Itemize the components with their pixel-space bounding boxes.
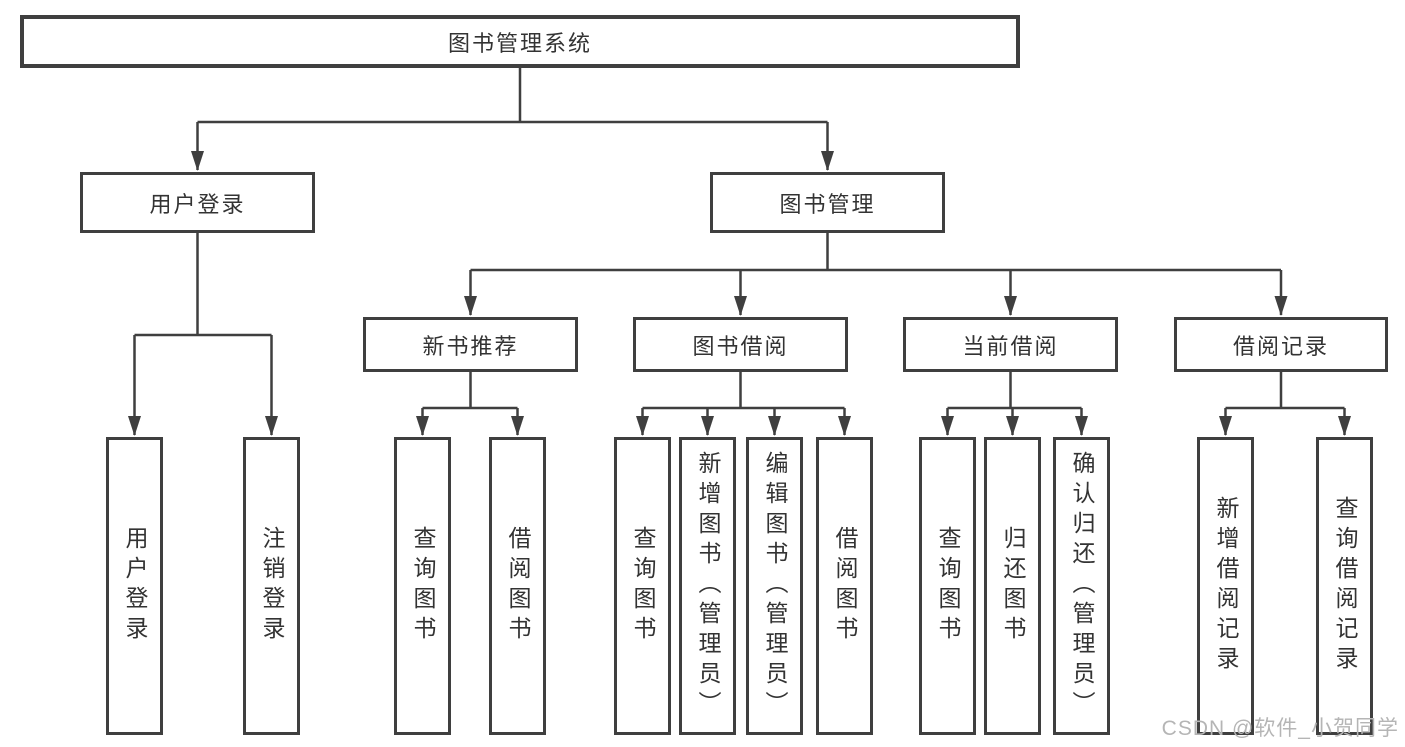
leaf-query-book-borrowing: 查询图书 — [614, 437, 671, 735]
leaf-label: 新增借阅记录 — [1213, 496, 1239, 676]
leaf-logout-login: 注销登录 — [243, 437, 300, 735]
leaf-label: 查询图书 — [935, 526, 961, 646]
node-user-login: 用户登录 — [80, 172, 315, 233]
connector-records-to-leaves — [1219, 372, 1351, 436]
leaf-label: 新增图书（管理员） — [695, 451, 721, 721]
leaf-edit-book-admin: 编辑图书（管理员） — [746, 437, 803, 735]
leaf-label: 确认归还（管理员） — [1069, 451, 1095, 721]
node-book-borrowing: 图书借阅 — [633, 317, 848, 372]
leaf-borrow-book-borrowing: 借阅图书 — [816, 437, 873, 735]
connector-book-mgmt-to-level3 — [464, 233, 1288, 316]
leaf-label: 归还图书 — [1000, 526, 1026, 646]
node-book-management: 图书管理 — [710, 172, 945, 233]
connector-borrowing-to-leaves — [636, 372, 851, 436]
leaf-query-borrow-record: 查询借阅记录 — [1316, 437, 1373, 735]
leaf-add-borrow-record: 新增借阅记录 — [1197, 437, 1254, 735]
connector-newbook-to-leaves — [416, 372, 524, 436]
connector-current-to-leaves — [941, 372, 1088, 436]
leaf-label: 编辑图书（管理员） — [762, 451, 788, 721]
leaf-label: 注销登录 — [259, 526, 285, 646]
leaf-user-login: 用户登录 — [106, 437, 163, 735]
leaf-add-book-admin: 新增图书（管理员） — [679, 437, 736, 735]
leaf-label: 查询借阅记录 — [1332, 496, 1358, 676]
csdn-watermark: CSDN @软件_小贺同学 — [1161, 717, 1399, 740]
leaf-borrow-book-recommend: 借阅图书 — [489, 437, 546, 735]
node-borrowing-records: 借阅记录 — [1174, 317, 1388, 372]
node-new-book-recommendation: 新书推荐 — [363, 317, 578, 372]
leaf-query-book-current: 查询图书 — [919, 437, 976, 735]
leaf-query-book-recommend: 查询图书 — [394, 437, 451, 735]
connector-user-login-to-leaves — [128, 233, 278, 436]
leaf-return-book: 归还图书 — [984, 437, 1041, 735]
node-root-system: 图书管理系统 — [20, 15, 1020, 68]
node-current-borrowing: 当前借阅 — [903, 317, 1118, 372]
leaf-label: 借阅图书 — [505, 526, 531, 646]
leaf-label: 查询图书 — [410, 526, 436, 646]
leaf-label: 用户登录 — [122, 526, 148, 646]
leaf-label: 查询图书 — [630, 526, 656, 646]
leaf-label: 借阅图书 — [832, 526, 858, 646]
connector-root-to-level2 — [191, 68, 834, 171]
leaf-confirm-return-admin: 确认归还（管理员） — [1053, 437, 1110, 735]
